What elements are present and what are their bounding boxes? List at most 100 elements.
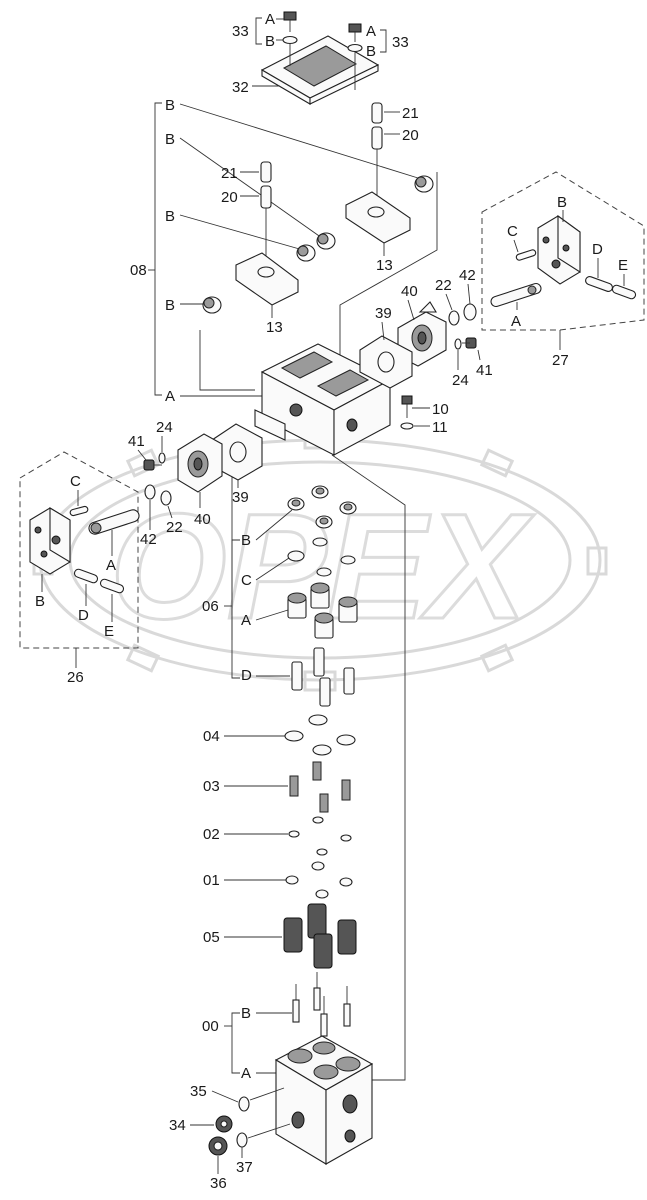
part-pin-20-mid xyxy=(260,185,272,209)
label-c-27: C xyxy=(507,223,518,240)
label-36: 36 xyxy=(210,1175,227,1192)
label-13-left: 13 xyxy=(266,319,283,336)
part-springs-05 xyxy=(283,903,357,969)
part-shaft-a-26 xyxy=(88,509,140,535)
part-pin-e-26 xyxy=(99,578,125,594)
label-40-right: 40 xyxy=(401,283,418,300)
label-05: 05 xyxy=(203,929,220,946)
label-33-left-b: B xyxy=(265,33,275,50)
label-33-right-a: A xyxy=(366,23,376,40)
label-33-right: 33 xyxy=(392,34,409,51)
label-11: 11 xyxy=(432,419,448,436)
part-plug-34 xyxy=(215,1115,233,1133)
label-d-06: D xyxy=(241,667,252,684)
part-bolt-10 xyxy=(401,395,413,418)
label-13-right: 13 xyxy=(376,257,393,274)
label-d-26: D xyxy=(78,607,89,624)
label-c-06: C xyxy=(241,572,252,589)
label-39-right: 39 xyxy=(375,305,392,322)
label-26: 26 xyxy=(67,669,84,686)
part-gasket-39-right xyxy=(359,335,413,389)
part-pin-c-27 xyxy=(515,249,537,261)
part-seal-22-left xyxy=(160,490,172,506)
part-seal-22-right xyxy=(448,310,460,326)
part-plate-40-left xyxy=(177,433,223,493)
part-bushings-b-06 xyxy=(287,485,357,529)
part-pin-21-top xyxy=(371,102,383,124)
part-bushing-b-3 xyxy=(296,244,316,262)
label-21-mid: 21 xyxy=(221,165,238,182)
part-spools-b-00 xyxy=(292,972,351,1037)
part-pin-21-mid xyxy=(260,161,272,183)
part-oring-35 xyxy=(238,1096,250,1112)
label-a-26: A xyxy=(106,557,116,574)
label-b-26: B xyxy=(35,593,45,610)
label-42-left: 42 xyxy=(140,531,157,548)
part-shaft-a-27 xyxy=(490,282,542,308)
label-b-2: B xyxy=(165,131,175,148)
label-20-top: 20 xyxy=(402,127,419,144)
part-cover-27 xyxy=(537,214,581,285)
label-33-right-b: B xyxy=(366,43,376,60)
label-33-left: 33 xyxy=(232,23,249,40)
label-a-08: A xyxy=(165,388,175,405)
label-27: 27 xyxy=(552,352,569,369)
part-washer-24-left xyxy=(158,452,166,464)
part-plug-36 xyxy=(208,1136,228,1156)
part-seals-c-06 xyxy=(287,537,356,577)
part-screw-41-left xyxy=(143,459,162,471)
part-shims-01 xyxy=(285,861,353,899)
part-pin-20-top xyxy=(371,126,383,150)
label-e-27: E xyxy=(618,257,628,274)
label-22-right: 22 xyxy=(435,277,452,294)
label-b-1: B xyxy=(165,97,175,114)
part-pin-d-26 xyxy=(73,568,99,584)
part-bolt-33-left xyxy=(282,11,298,66)
label-b-27: B xyxy=(557,194,567,211)
part-screw-41-right xyxy=(462,337,477,349)
part-valve-body xyxy=(274,1035,374,1165)
label-24-left: 24 xyxy=(156,419,173,436)
label-01: 01 xyxy=(203,872,220,889)
label-40-left: 40 xyxy=(194,511,211,528)
part-springs-03 xyxy=(289,761,351,813)
part-lever-13-right xyxy=(345,191,411,256)
label-02: 02 xyxy=(203,826,220,843)
part-bushing-b-1 xyxy=(414,175,434,193)
part-seats-04 xyxy=(284,714,356,756)
label-06: 06 xyxy=(202,598,219,615)
label-b-06: B xyxy=(241,532,251,549)
label-41-left: 41 xyxy=(128,433,145,450)
label-24-right: 24 xyxy=(452,372,469,389)
label-35: 35 xyxy=(190,1083,207,1100)
label-b-00: B xyxy=(241,1005,251,1022)
part-plugs-a-06 xyxy=(287,582,358,639)
label-a-27: A xyxy=(511,313,521,330)
part-plungers-d-06 xyxy=(291,647,355,707)
label-22-left: 22 xyxy=(166,519,183,536)
label-33-left-a: A xyxy=(265,11,275,28)
part-washer-11 xyxy=(400,422,414,430)
label-34: 34 xyxy=(169,1117,186,1134)
label-39-left: 39 xyxy=(232,489,249,506)
label-21-top: 21 xyxy=(402,105,419,122)
label-04: 04 xyxy=(203,728,220,745)
label-a-06: A xyxy=(241,612,251,629)
label-c-26: C xyxy=(70,473,81,490)
label-10: 10 xyxy=(432,401,449,418)
label-b-4: B xyxy=(165,297,175,314)
part-bushing-b-4 xyxy=(202,296,222,314)
part-pin-e-27 xyxy=(611,284,637,300)
part-washers-02 xyxy=(288,816,352,856)
part-gasket-39-left xyxy=(211,423,263,481)
label-37: 37 xyxy=(236,1159,253,1176)
part-oring-42-right xyxy=(463,303,477,321)
part-pin-c-26 xyxy=(69,505,89,517)
part-cover-26 xyxy=(29,507,71,575)
part-washer-24-right xyxy=(454,338,462,350)
label-20-mid: 20 xyxy=(221,189,238,206)
label-32: 32 xyxy=(232,79,249,96)
part-bushing-b-2 xyxy=(316,232,336,250)
